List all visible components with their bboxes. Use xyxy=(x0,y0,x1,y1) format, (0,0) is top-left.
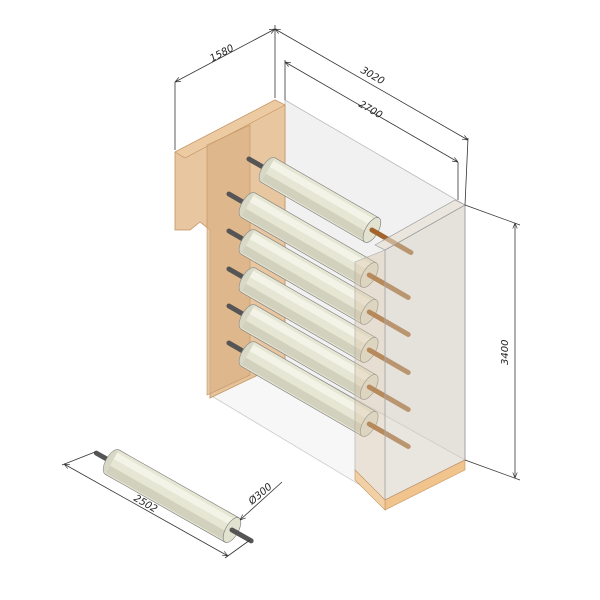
roller-body xyxy=(240,267,377,363)
roller-body xyxy=(240,341,377,437)
roller-body xyxy=(240,192,377,288)
roller xyxy=(226,191,411,301)
roller-body xyxy=(105,449,239,543)
shaft-right xyxy=(229,527,254,544)
dim-depth: 1580 xyxy=(208,43,236,65)
roller xyxy=(93,449,254,544)
roller xyxy=(226,303,411,413)
dim-height: 3400 xyxy=(500,340,511,365)
roller xyxy=(226,340,411,450)
shaft-right xyxy=(366,272,411,301)
dim-roller-diameter: Ø300 xyxy=(245,481,274,508)
shaft-right xyxy=(366,309,411,338)
shaft-right xyxy=(366,384,411,413)
roller-body xyxy=(240,229,377,325)
shaft-right xyxy=(366,421,411,450)
dim-outer-length: 3020 xyxy=(359,65,387,87)
roller-body xyxy=(260,157,379,243)
roller xyxy=(226,228,411,338)
dimension-lines xyxy=(61,25,521,559)
roller xyxy=(226,266,411,376)
shaft-right xyxy=(366,347,411,376)
rack-end-panel xyxy=(354,199,466,511)
dim-inner-length: 2700 xyxy=(357,99,385,121)
loose-roller xyxy=(93,449,254,544)
roller-body xyxy=(240,304,377,400)
